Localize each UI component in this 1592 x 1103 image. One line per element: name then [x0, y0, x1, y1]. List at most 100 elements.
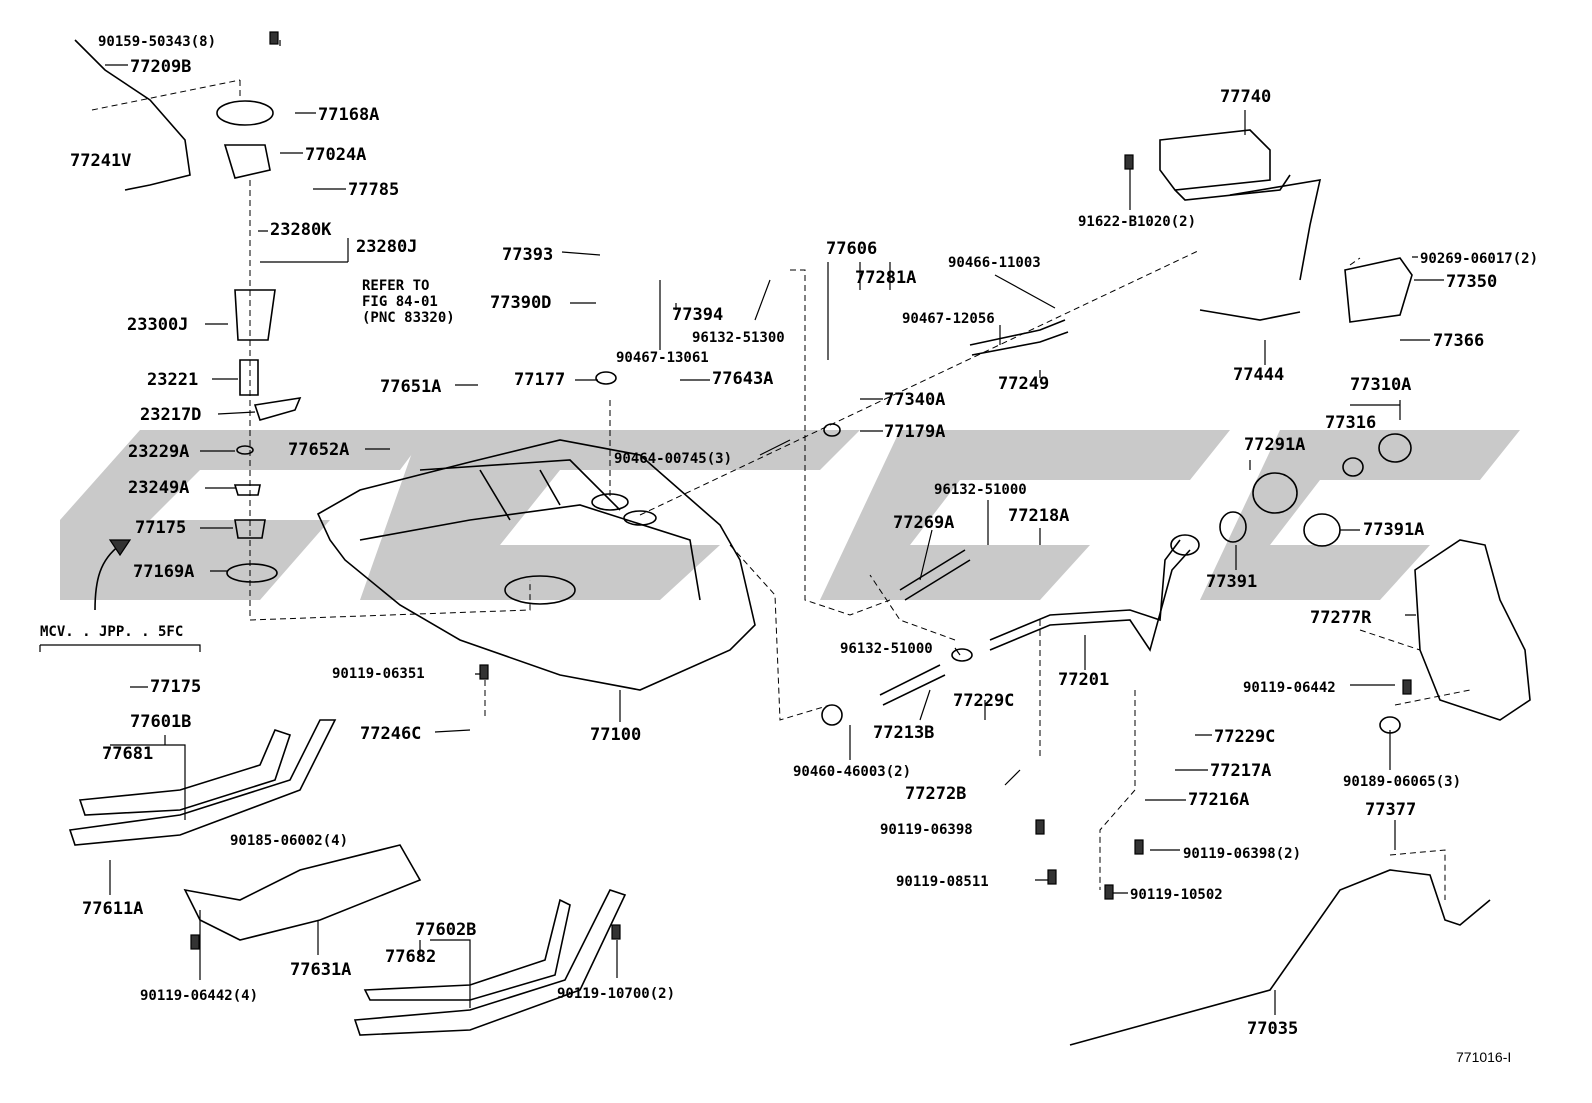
- refer-note: (PNC 83320): [362, 310, 455, 326]
- figure-ref-code: 771016-I: [1456, 1049, 1511, 1065]
- grommet-icon: [595, 371, 617, 385]
- part-label: 77241V: [70, 151, 131, 171]
- filler-pipe: [879, 319, 1200, 706]
- part-label: 77035: [1247, 1019, 1298, 1039]
- part-label: 77631A: [290, 960, 351, 980]
- part-label: 90119-10502: [1130, 887, 1223, 903]
- bolt-icon: [1104, 884, 1114, 900]
- part-label: 77366: [1433, 331, 1484, 351]
- bolt-icon: [479, 664, 489, 680]
- direction-arrow-icon: [94, 539, 132, 611]
- grommet-icon: [823, 423, 841, 437]
- bolt-icon: [611, 924, 621, 940]
- refer-note: REFER TO: [362, 278, 429, 294]
- group-label: MCV. . JPP. . 5FC: [40, 624, 183, 640]
- part-label: 77175: [150, 677, 201, 697]
- part-label: 90189-06065(3): [1343, 774, 1461, 790]
- part-label: 96132-51300: [692, 330, 785, 346]
- part-label: 77209B: [130, 57, 191, 77]
- part-label: 77216A: [1188, 790, 1249, 810]
- part-label: 77602B: [415, 920, 476, 940]
- part-label: 77681: [102, 744, 153, 764]
- clamp-icon: [951, 648, 973, 662]
- charcoal-canister: [1159, 129, 1322, 321]
- part-label: 90269-06017(2): [1420, 251, 1538, 267]
- part-label: 77229C: [953, 691, 1014, 711]
- part-label: 77179A: [884, 422, 945, 442]
- part-label: 90119-06442(4): [140, 988, 258, 1004]
- part-label: 23221: [147, 370, 198, 390]
- pump-module: [74, 39, 302, 583]
- part-label: 77277R: [1310, 608, 1372, 628]
- part-label: 77246C: [360, 724, 421, 744]
- part-label: 90119-06442: [1243, 680, 1336, 696]
- part-label: 77169A: [133, 562, 194, 582]
- part-label: 77100: [590, 725, 641, 745]
- part-label: 77393: [502, 245, 553, 265]
- part-label: 77316: [1325, 413, 1376, 433]
- bolt-icon: [269, 31, 279, 45]
- part-label: 23280J: [356, 237, 417, 257]
- part-label: 23229A: [128, 442, 189, 462]
- part-label: 77601B: [130, 712, 191, 732]
- part-label: 23217D: [140, 405, 201, 425]
- part-label: 77249: [998, 374, 1049, 394]
- part-label: 90467-13061: [616, 350, 709, 366]
- part-labels: 90159-50343(8) 77209B 77241V 77168A 7702…: [40, 34, 1538, 1065]
- part-label: 77651A: [380, 377, 441, 397]
- part-label: 77611A: [82, 899, 143, 919]
- part-label: 90467-12056: [902, 311, 995, 327]
- part-label: 77229C: [1214, 727, 1275, 747]
- bolt-icon: [1402, 679, 1412, 695]
- part-label: 90185-06002(4): [230, 833, 348, 849]
- part-label: 77391A: [1363, 520, 1424, 540]
- refer-note: FIG 84-01: [362, 294, 438, 310]
- bolt-icon: [1134, 839, 1144, 855]
- part-label: 77218A: [1008, 506, 1069, 526]
- part-label: 90119-06398(2): [1183, 846, 1301, 862]
- dashed-guides: [91, 79, 1471, 900]
- part-label: 77740: [1220, 87, 1271, 107]
- part-label: 77444: [1233, 365, 1284, 385]
- part-label: 77643A: [712, 369, 773, 389]
- part-label: 77340A: [884, 390, 945, 410]
- part-label: 77175: [135, 518, 186, 538]
- fuel-lid-cable: [1069, 869, 1491, 1046]
- part-label: 77024A: [305, 145, 366, 165]
- fuel-lid-assembly: [1219, 257, 1531, 721]
- part-label: 77213B: [873, 723, 934, 743]
- part-label: 23280K: [270, 220, 332, 240]
- part-label: 77177: [514, 370, 565, 390]
- part-label: 90119-06398: [880, 822, 973, 838]
- part-label: 90460-46003(2): [793, 764, 911, 780]
- clamp-icon: [821, 704, 843, 726]
- part-label: 77350: [1446, 272, 1497, 292]
- bolt-icon: [1035, 819, 1045, 835]
- tank-straps: [68, 719, 627, 1036]
- part-label: 90464-00745(3): [614, 451, 732, 467]
- part-label: 90119-08511: [896, 874, 989, 890]
- bolt-icon: [1124, 154, 1134, 170]
- part-label: 23300J: [127, 315, 188, 335]
- bolt-icon: [1047, 869, 1057, 885]
- part-label: 77201: [1058, 670, 1109, 690]
- part-label: 77785: [348, 180, 399, 200]
- part-label: 77377: [1365, 800, 1416, 820]
- part-label: 90119-06351: [332, 666, 425, 682]
- part-label: 77272B: [905, 784, 966, 804]
- part-label: 77291A: [1244, 435, 1305, 455]
- part-label: 77652A: [288, 440, 349, 460]
- part-label: 91622-B1020(2): [1078, 214, 1196, 230]
- part-label: 77391: [1206, 572, 1257, 592]
- part-label: 77168A: [318, 105, 379, 125]
- bolt-icon: [190, 934, 200, 950]
- part-label: 96132-51000: [934, 482, 1027, 498]
- watermark: [60, 430, 1520, 600]
- part-label: 90119-10700(2): [557, 986, 675, 1002]
- hardware-icons: [190, 31, 1412, 950]
- part-label: 90159-50343(8): [98, 34, 216, 50]
- part-label: 77217A: [1210, 761, 1271, 781]
- part-label: 77310A: [1350, 375, 1411, 395]
- part-label: 77269A: [893, 513, 954, 533]
